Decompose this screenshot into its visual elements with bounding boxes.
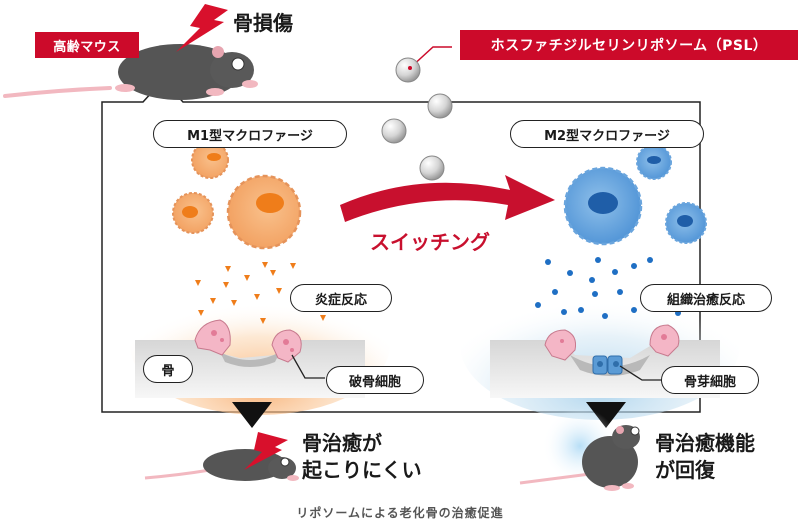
inflammation-label: 炎症反応 (290, 284, 392, 312)
liposome-sphere (427, 93, 453, 119)
outcome-right: 骨治癒機能 が回復 (655, 430, 755, 484)
bone-left (135, 340, 365, 398)
aged-mouse-label: 高齢マウス (35, 32, 139, 58)
aged-mouse-top (3, 44, 258, 100)
outcome-right-line1: 骨治癒機能 (655, 431, 755, 455)
osteoclast-cell (271, 329, 302, 363)
injured-mouse (144, 449, 299, 481)
figure-caption: リポソームによる老化骨の治癒促進 (296, 506, 504, 520)
osteoclast-cell (544, 329, 576, 361)
m1-macrophage (191, 141, 229, 179)
osteoblast-label: 骨芽細胞 (661, 366, 759, 394)
liposome-sphere (381, 118, 407, 144)
liposome-sphere (419, 155, 445, 181)
m1-macrophage (172, 192, 214, 234)
inflammatory-cytokines (195, 262, 326, 324)
outcome-left: 骨治癒が 起こりにくい (302, 430, 422, 484)
outcome-right-line2: が回復 (655, 458, 715, 482)
lightning-icon (176, 4, 228, 52)
osteoclast-cell (649, 324, 680, 357)
liposome-sphere (395, 57, 421, 83)
down-arrow-left (232, 402, 272, 428)
switching-arrow (340, 175, 555, 222)
m1-macrophage (226, 174, 302, 250)
bone-injury-label: 骨損傷 (233, 11, 293, 35)
down-arrow-right (586, 402, 626, 428)
osteoclast-label: 破骨細胞 (326, 366, 424, 394)
osteoclast-cell (194, 319, 231, 356)
lightning-icon (244, 432, 288, 470)
psl-label: ホスファチジルセリンリポソーム（PSL） (460, 30, 798, 60)
m2-macrophage (636, 144, 672, 180)
m2-macrophage-label: M2型マクロファージ (510, 120, 704, 148)
m2-macrophage (665, 202, 707, 244)
outcome-left-line1: 骨治癒が (302, 431, 382, 455)
tissue-healing-label: 組織治癒反応 (640, 284, 772, 312)
m2-macrophage (563, 166, 643, 246)
bone-label: 骨 (143, 355, 193, 383)
outcome-left-line2: 起こりにくい (302, 458, 422, 482)
switching-label: スイッチング (370, 230, 490, 254)
recovered-mouse (519, 425, 640, 491)
osteoblast-cell (592, 355, 623, 375)
healing-factors (535, 257, 681, 319)
m1-macrophage-label: M1型マクロファージ (153, 120, 347, 148)
